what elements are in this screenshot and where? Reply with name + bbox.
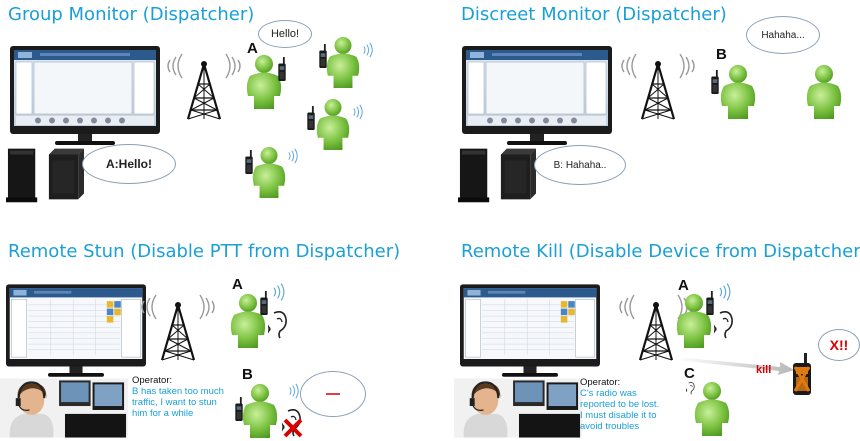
radio-waves-icon (352, 104, 364, 120)
radio-icon (318, 44, 328, 68)
people-speech-bubble: Hahaha... (746, 16, 820, 54)
operator-note: Operator: B has taken too much traffic, … (132, 375, 228, 419)
dispatcher-monitor (6, 284, 146, 378)
panel-remote-kill: Remote Kill (Disable Device from Dispatc… (430, 221, 860, 441)
radio-speech-bubble: Hello! (258, 20, 312, 48)
label-b: B (242, 366, 253, 383)
panel-title: Group Monitor (Dispatcher) (8, 4, 255, 25)
radio-waves-icon (272, 283, 286, 301)
person-c (692, 381, 732, 436)
panel-title: Discreet Monitor (Dispatcher) (461, 4, 727, 25)
operator-message: C's radio was reported to be lost. I mus… (580, 388, 660, 432)
label-a: A (247, 40, 258, 57)
kill-arrow (676, 357, 794, 375)
radio-icon (244, 150, 254, 174)
kill-label: kill (756, 364, 772, 376)
dash-icon (326, 393, 340, 395)
person-b (240, 383, 280, 438)
radio-icon (234, 397, 244, 421)
kill-speech-bubble: X!! (818, 329, 860, 361)
dispatcher-speech-bubble: A:Hello! (82, 144, 176, 184)
radio-icon (710, 70, 720, 94)
radio-icon (306, 106, 316, 130)
dispatcher-monitor (10, 46, 160, 146)
radio-waves-icon (287, 148, 299, 164)
radio-tower (138, 281, 218, 361)
dispatcher-speech-bubble: B: Hahaha.. (534, 145, 626, 185)
person-other (804, 64, 844, 119)
radio-icon (277, 57, 287, 81)
dispatcher-monitor (460, 284, 600, 378)
panel-title: Remote Kill (Disable Device from Dispatc… (461, 241, 860, 262)
ear-icon (714, 309, 736, 339)
operator-photo (454, 377, 582, 439)
pc-towers (6, 144, 84, 204)
panel-group-monitor: Group Monitor (Dispatcher) A:Hello! A He… (0, 0, 430, 220)
label-a: A (232, 276, 243, 293)
person-member-2 (314, 98, 352, 150)
radio-tower (618, 40, 698, 120)
panel-discreet-monitor: Discreet Monitor (Dispatcher) B: Hahaha.… (430, 0, 860, 220)
radio-waves-icon (718, 283, 732, 301)
operator-note: Operator: C's radio was reported to be l… (580, 377, 664, 432)
person-b (718, 64, 758, 119)
radio-waves-icon (362, 42, 374, 58)
dispatcher-monitor (462, 46, 612, 146)
lost-radio-device (793, 353, 811, 395)
person-member-1 (324, 36, 362, 88)
pc-towers (458, 144, 536, 204)
operator-heading: Operator: (132, 375, 173, 386)
person-member-3 (250, 146, 288, 198)
operator-message: B has taken too much traffic, I want to … (132, 386, 224, 419)
blocked-speech-bubble (300, 371, 366, 417)
ear-icon (686, 381, 696, 395)
panel-title: Remote Stun (Disable PTT from Dispatcher… (8, 241, 401, 262)
label-c: C (684, 365, 695, 382)
blocked-x-icon (283, 418, 303, 438)
radio-waves-icon (288, 383, 300, 399)
label-a: A (678, 277, 689, 294)
label-b: B (716, 46, 727, 63)
operator-heading: Operator: (580, 377, 621, 388)
operator-photo (0, 377, 128, 439)
ear-icon (268, 309, 290, 339)
panel-remote-stun: Remote Stun (Disable PTT from Dispatcher… (0, 221, 430, 441)
radio-tower (164, 40, 244, 120)
